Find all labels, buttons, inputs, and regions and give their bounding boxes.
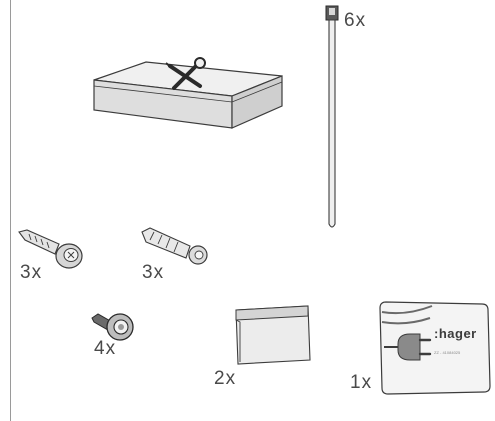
wall-screw-quantity: 3x	[20, 262, 43, 283]
wall-plug-quantity: 3x	[142, 262, 165, 283]
mounting-screw	[91, 313, 134, 341]
cable-tie	[325, 5, 339, 228]
rfid-card-shape	[379, 301, 491, 395]
tools-icon	[165, 57, 206, 90]
cover	[235, 305, 311, 365]
rfid-card-code: ZZ - 41084025	[434, 350, 461, 355]
plug-icon	[384, 333, 432, 361]
left-border-line	[10, 0, 11, 421]
wall-screw	[18, 229, 83, 269]
tool-box	[93, 57, 283, 129]
mounting-screw-quantity: 4x	[94, 338, 117, 359]
wall-plug	[141, 227, 208, 265]
cable-tie-quantity: 6x	[344, 10, 367, 31]
rfid-card-quantity: 1x	[350, 372, 373, 393]
cover-quantity: 2x	[214, 368, 237, 389]
rfid-card-brand: :hager	[434, 326, 477, 341]
rfid-card: :hager ZZ - 41084025	[376, 292, 494, 398]
